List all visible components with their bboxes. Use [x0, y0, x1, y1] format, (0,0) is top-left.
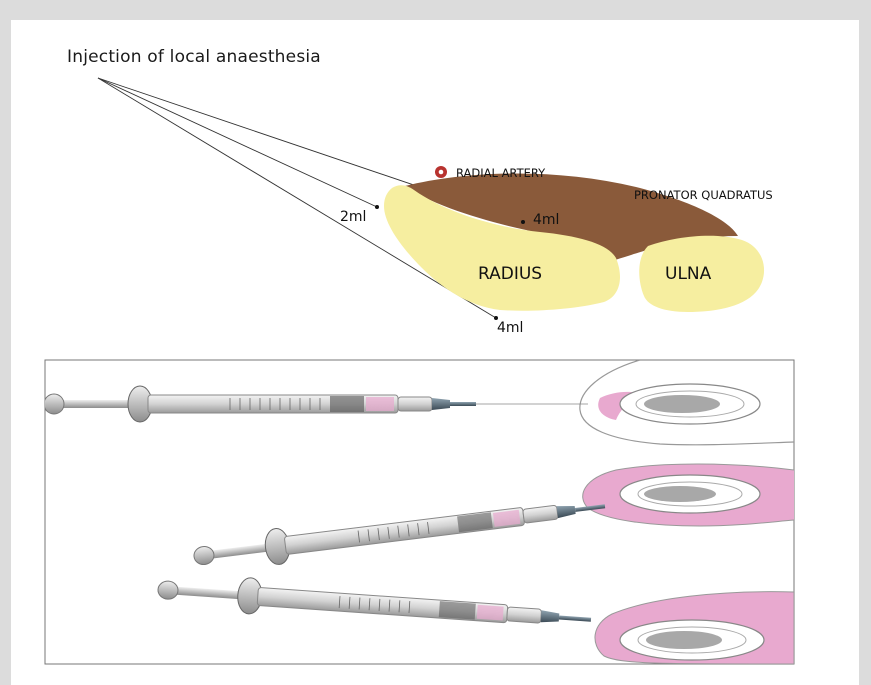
cross-section-middle: [583, 464, 794, 526]
